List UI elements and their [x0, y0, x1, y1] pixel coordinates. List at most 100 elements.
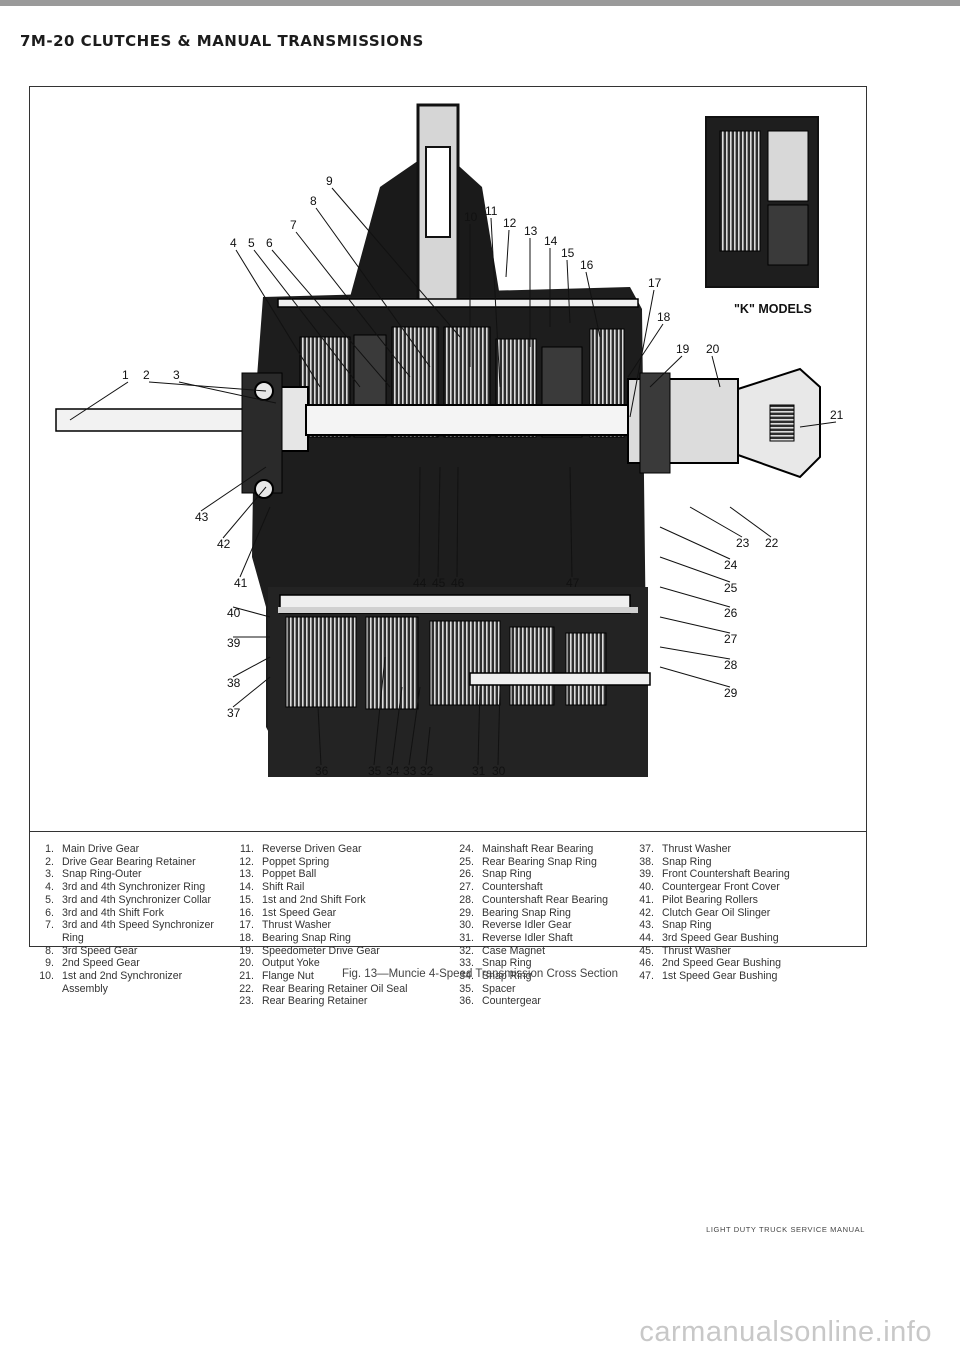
- legend-item-number: 41.: [639, 893, 654, 906]
- callout-leader: [232, 656, 271, 678]
- callout-leader: [490, 217, 501, 388]
- legend-item-text: 1st and 2nd Synchronizer Assembly: [62, 970, 183, 995]
- legend-item-number: 21.: [239, 970, 254, 983]
- callout-leader: [232, 606, 271, 618]
- legend-item: 31.Reverse Idler Shaft: [450, 932, 625, 945]
- legend-item-number: 42.: [639, 906, 654, 919]
- legend-item: 12. Poppet Spring: [230, 856, 440, 869]
- legend-item: 42.Clutch Gear Oil Slinger: [630, 907, 858, 920]
- legend-item: 39.Front Countershaft Bearing: [630, 868, 858, 881]
- legend-item-text: Snap Ring: [662, 855, 712, 868]
- legend-item: 3.Snap Ring-Outer: [30, 868, 220, 881]
- legend-item-number: 6.: [45, 906, 54, 919]
- top-rule: [0, 0, 960, 6]
- legend-item-number: 17.: [239, 919, 254, 932]
- legend-item-text: Mainshaft Rear Bearing: [482, 843, 594, 855]
- callout-number: 7: [290, 218, 297, 232]
- legend-item-number: 27.: [459, 881, 474, 894]
- callout-number: 34: [386, 764, 400, 778]
- callout-number: 3: [173, 368, 180, 382]
- callout-number: 38: [227, 676, 241, 690]
- legend-item-number: 37.: [639, 843, 654, 855]
- figure-caption: Fig. 13—Muncie 4-Speed Transmission Cros…: [341, 968, 619, 980]
- legend-item: 7.3rd and 4th Speed Synchronizer Ring: [30, 919, 220, 944]
- legend-item: 19.Speedometer Drive Gear: [230, 945, 440, 958]
- legend-item-text: 3rd and 4th Speed Synchronizer Ring: [62, 919, 214, 944]
- callout-number: 18: [657, 310, 671, 324]
- callout-number: 2: [143, 368, 150, 382]
- legend-item-text: Thrust Washer: [662, 944, 732, 957]
- legend-item-text: Rear Bearing Retainer Oil Seal: [262, 982, 408, 995]
- callout-number: 20: [706, 342, 720, 356]
- callout-number: 4: [230, 236, 237, 250]
- callout-leader: [331, 187, 461, 338]
- legend-item: 40.Countergear Front Cover: [630, 881, 858, 894]
- callout-number: 28: [724, 658, 738, 672]
- callout-leader: [148, 381, 267, 392]
- callout-leader: [659, 616, 731, 634]
- legend-item-number: 1.: [45, 843, 54, 855]
- callout-leader: [799, 421, 837, 428]
- legend-item: 14.Shift Rail: [230, 881, 440, 894]
- legend-item: 8.3rd Speed Gear: [30, 945, 220, 958]
- legend-item: 25.Rear Bearing Snap Ring: [450, 856, 625, 869]
- legend-item: 28.Countershaft Rear Bearing: [450, 894, 625, 907]
- callout-number: 8: [310, 194, 317, 208]
- legend-item-text: Poppet Spring: [262, 855, 330, 868]
- legend-item: 36.Countergear: [450, 995, 625, 1008]
- callout-leader: [200, 466, 267, 512]
- legend-item-number: 9.: [45, 957, 54, 970]
- callout-number: 27: [724, 632, 738, 646]
- legend-item-text: 3rd and 4th Synchronizer Collar: [62, 893, 211, 906]
- callout-number: 32: [420, 764, 434, 778]
- callout-number: 43: [195, 510, 209, 524]
- callout-number: 45: [432, 576, 446, 590]
- callout-leader: [253, 249, 361, 388]
- legend-item-text: Snap Ring: [482, 957, 532, 970]
- legend-item-number: 30.: [459, 919, 474, 932]
- legend-item-text: 2nd Speed Gear: [62, 957, 140, 970]
- callout-leader: [408, 686, 421, 766]
- legend-item-number: 29.: [459, 906, 474, 919]
- legend-item-number: 35.: [459, 982, 474, 995]
- legend-item-number: 28.: [459, 893, 474, 906]
- callout-number: 42: [217, 537, 231, 551]
- legend-item-number: 18.: [239, 931, 254, 944]
- callout-number: 46: [451, 576, 465, 590]
- legend-item-text: Countergear: [482, 995, 541, 1008]
- legend-item: 27.Countershaft: [450, 881, 625, 894]
- legend-item: 15.1st and 2nd Shift Fork: [230, 894, 440, 907]
- legend-item: 11.Reverse Driven Gear: [230, 843, 440, 856]
- callout-leader: [315, 207, 431, 368]
- legend-item-text: 1st Speed Gear Bushing: [662, 970, 778, 983]
- callout-number: 44: [413, 576, 427, 590]
- legend-item: 29.Bearing Snap Ring: [450, 907, 625, 920]
- callout-leader: [505, 229, 510, 278]
- legend-item: 20.Output Yoke: [230, 957, 440, 970]
- callout-number: 14: [544, 234, 558, 248]
- legend-item-number: 22.: [239, 982, 254, 995]
- legend-item-text: Snap Ring: [482, 868, 532, 881]
- legend-item-number: 33.: [459, 957, 474, 970]
- callout-number: 25: [724, 581, 738, 595]
- legend-item-number: 5.: [45, 893, 54, 906]
- callout-leader: [689, 506, 743, 538]
- callout-leader: [477, 686, 481, 766]
- legend-item-text: Front Countershaft Bearing: [662, 868, 790, 881]
- inset-label: "K" MODELS: [734, 302, 812, 316]
- legend-item-number: 3.: [45, 868, 54, 881]
- callout-number: 15: [561, 246, 575, 260]
- callout-number: 35: [368, 764, 382, 778]
- legend-item-text: 3rd Speed Gear Bushing: [662, 931, 779, 944]
- legend-item: 5. 3rd and 4th Synchronizer Collar: [30, 894, 220, 907]
- legend-item: 16.1st Speed Gear: [230, 907, 440, 920]
- legend-item-text: Speedometer Drive Gear: [262, 944, 380, 957]
- legend-item-text: 2nd Speed Gear Bushing: [662, 957, 781, 970]
- callout-number: 29: [724, 686, 738, 700]
- legend-item-number: 12.: [239, 855, 254, 868]
- legend-item-number: 45.: [639, 944, 654, 957]
